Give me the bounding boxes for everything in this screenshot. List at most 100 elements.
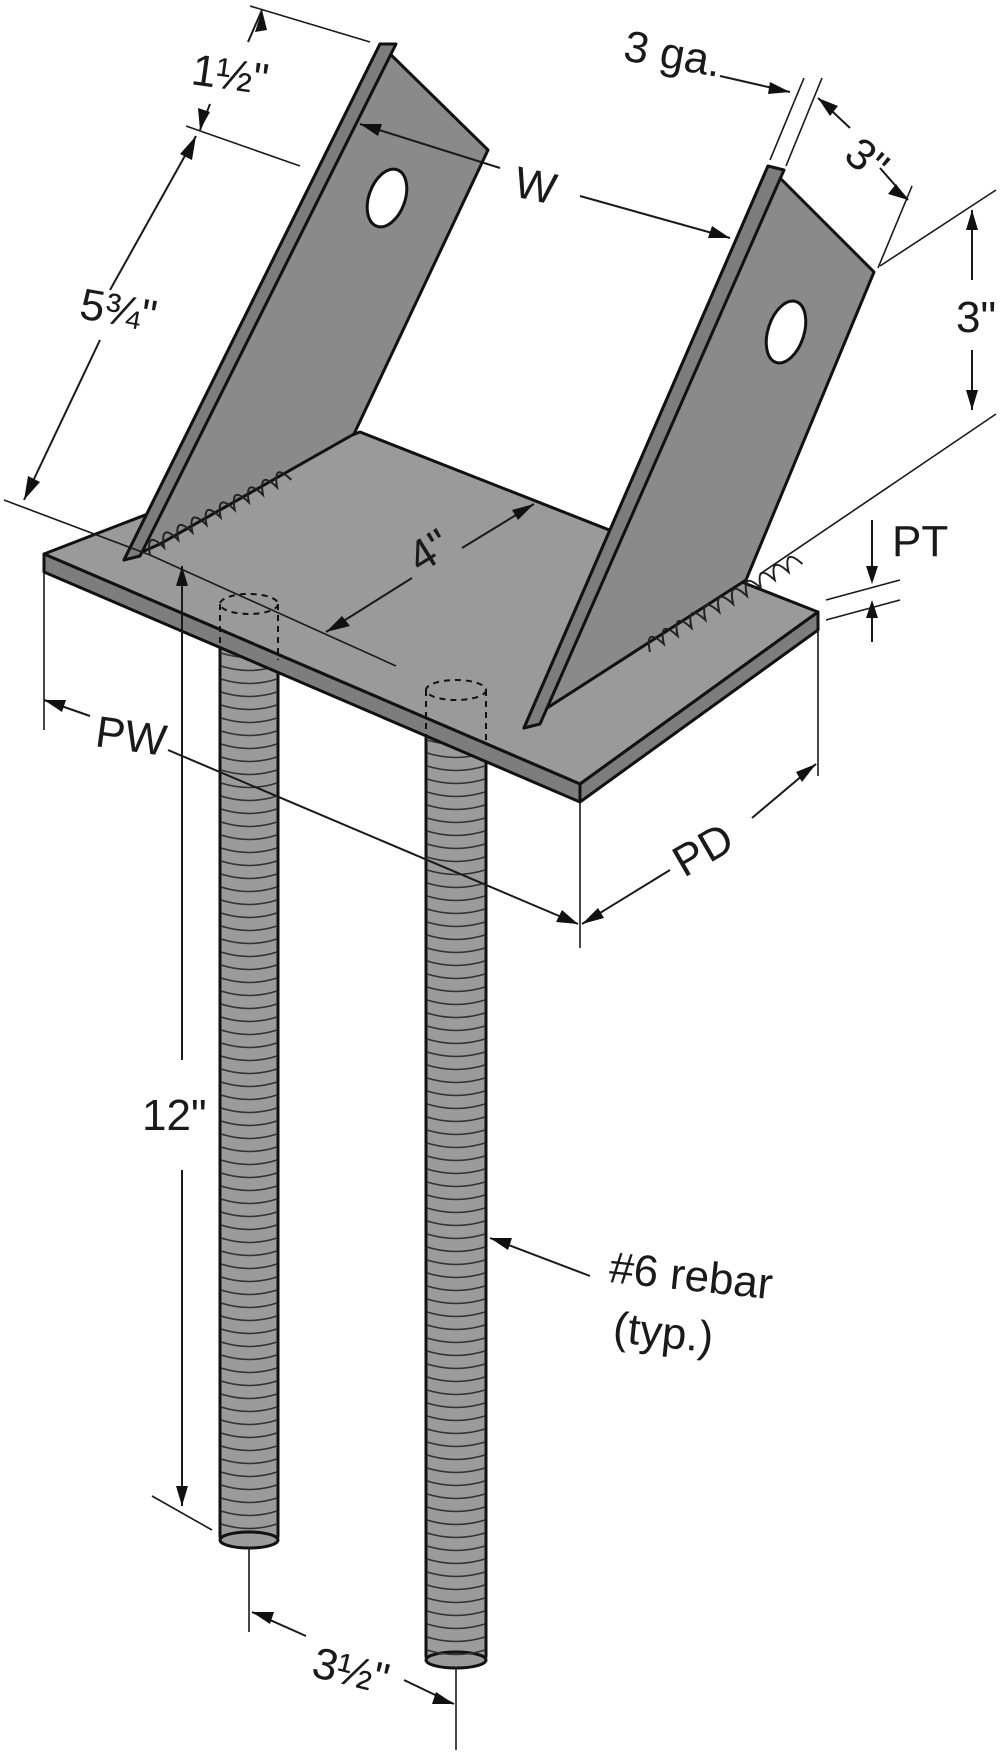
thread-ring [426, 1116, 486, 1123]
thread-ring [426, 1623, 486, 1630]
thread-ring [426, 1415, 486, 1422]
thread-ring [426, 1493, 486, 1500]
thread-ring [220, 847, 278, 854]
thread-ring [426, 1532, 486, 1539]
label-thickness: 1½" [189, 45, 272, 104]
thread-ring [426, 921, 486, 928]
thread-ring [426, 1051, 486, 1058]
thread-ring [220, 769, 278, 776]
thread-ring [220, 1055, 278, 1062]
thread-ring [426, 856, 486, 863]
thread-ring [220, 1432, 278, 1439]
thread-ring [220, 912, 278, 919]
side-plate-left [122, 42, 490, 562]
thread-ring [426, 1246, 486, 1253]
thread-ring [426, 1129, 486, 1136]
thread-ring [426, 999, 486, 1006]
thread-ring [220, 821, 278, 828]
thread-ring [426, 843, 486, 850]
thread-ring [220, 1107, 278, 1114]
thread-ring [426, 778, 486, 785]
label-plate-thickness: PT [892, 517, 948, 566]
thread-ring [220, 1393, 278, 1400]
thread-ring [426, 1155, 486, 1162]
label-width-w: W [510, 158, 561, 215]
thread-ring [426, 1103, 486, 1110]
thread-ring [426, 1090, 486, 1097]
thread-ring [426, 1259, 486, 1266]
thread-ring [426, 1220, 486, 1227]
thread-ring [426, 895, 486, 902]
thread-ring [220, 1406, 278, 1413]
thread-ring [220, 1185, 278, 1192]
thread-ring [426, 1168, 486, 1175]
thread-ring [220, 1510, 278, 1517]
thread-ring [426, 1545, 486, 1552]
thread-ring [426, 1454, 486, 1461]
thread-ring [426, 1610, 486, 1617]
bolt-hole-right [764, 299, 808, 365]
thread-ring [426, 1064, 486, 1071]
thread-ring [220, 1042, 278, 1049]
rebar-left [218, 598, 280, 1550]
thread-ring [220, 1016, 278, 1023]
thread-ring [426, 1584, 486, 1591]
dim-rod-length: 12" [142, 566, 213, 1531]
thread-ring [220, 782, 278, 789]
thread-ring [220, 1133, 278, 1140]
thread-ring [426, 1519, 486, 1526]
thread-ring [426, 934, 486, 941]
label-rebar-line2: (typ.) [611, 1303, 716, 1362]
thread-ring [220, 899, 278, 906]
thread-ring [426, 1181, 486, 1188]
thread-ring [426, 1402, 486, 1409]
dim-thickness: 1½" [185, 5, 371, 167]
rebar-right [424, 688, 488, 1670]
thread-ring [426, 908, 486, 915]
thread-ring [220, 1458, 278, 1465]
thread-ring [426, 791, 486, 798]
thread-ring [426, 986, 486, 993]
thread-ring [426, 1636, 486, 1643]
thread-ring [220, 1068, 278, 1075]
callout-rebar: #6 rebar (typ.) [489, 1237, 775, 1362]
thread-ring [220, 1445, 278, 1452]
thread-ring [220, 1094, 278, 1101]
thread-ring [426, 1194, 486, 1201]
label-plate-width: PW [93, 707, 170, 765]
thread-ring [220, 743, 278, 750]
thread-ring [426, 1376, 486, 1383]
thread-ring [426, 1272, 486, 1279]
dim-gauge: 3 ga. [620, 22, 823, 167]
label-side-depth: 3" [836, 128, 898, 191]
thread-ring [426, 882, 486, 889]
side-plate-right [522, 164, 876, 730]
thread-ring [426, 817, 486, 824]
thread-ring [220, 1081, 278, 1088]
thread-ring [426, 1285, 486, 1292]
thread-ring [426, 1233, 486, 1240]
thread-ring [220, 938, 278, 945]
thread-ring [426, 947, 486, 954]
thread-ring [220, 977, 278, 984]
thread-ring [220, 1120, 278, 1127]
thread-ring [220, 756, 278, 763]
thread-ring [426, 1077, 486, 1084]
thread-ring [426, 804, 486, 811]
label-rod-spacing: 3½" [308, 1638, 394, 1704]
thread-ring [426, 960, 486, 967]
thread-ring [220, 795, 278, 802]
thread-ring [220, 1224, 278, 1231]
thread-ring [426, 1142, 486, 1149]
thread-ring [426, 1337, 486, 1344]
thread-ring [220, 1211, 278, 1218]
thread-ring [220, 990, 278, 997]
dim-plate-thickness: PT [825, 517, 948, 642]
thread-ring [426, 1480, 486, 1487]
thread-ring [220, 834, 278, 841]
label-height-right: 3" [956, 293, 996, 342]
thread-ring [426, 1389, 486, 1396]
label-gauge: 3 ga. [620, 22, 725, 87]
base-plate [42, 430, 820, 804]
thread-ring [426, 1558, 486, 1565]
